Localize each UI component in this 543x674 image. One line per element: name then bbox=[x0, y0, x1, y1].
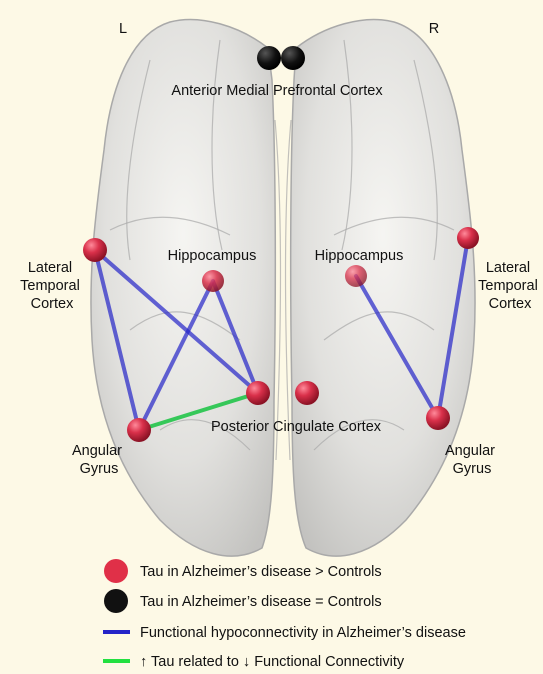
brain-outline bbox=[91, 20, 475, 557]
legend-red-dot-icon bbox=[104, 559, 128, 583]
legend-label-tau-equal: Tau in Alzheimer’s disease = Controls bbox=[140, 594, 382, 610]
node-ltc-right bbox=[457, 227, 479, 249]
label-hippocampus-left: Hippocampus bbox=[168, 248, 257, 264]
label-lateral-temporal-cortex-left: Lateral Temporal Cortex bbox=[20, 260, 84, 312]
node-angular-left bbox=[127, 418, 151, 442]
node-pcc-left bbox=[246, 381, 270, 405]
label-lateral-temporal-cortex-right: Lateral Temporal Cortex bbox=[478, 260, 542, 312]
label-angular-gyrus-left: Angular Gyrus bbox=[72, 443, 126, 477]
node-hippo-left bbox=[202, 270, 224, 292]
hemisphere-right-label: R bbox=[429, 21, 439, 37]
legend-label-tau-related: ↑ Tau related to ↓ Functional Connectivi… bbox=[140, 654, 405, 670]
node-angular-right bbox=[426, 406, 450, 430]
node-ltc-left bbox=[83, 238, 107, 262]
legend-label-hypoconnectivity: Functional hypoconnectivity in Alzheimer… bbox=[140, 625, 466, 641]
label-posterior-cingulate-cortex: Posterior Cingulate Cortex bbox=[211, 419, 382, 435]
label-hippocampus-right: Hippocampus bbox=[315, 248, 404, 264]
hemisphere-left-label: L bbox=[119, 21, 127, 37]
legend-label-tau-greater: Tau in Alzheimer’s disease > Controls bbox=[140, 564, 382, 580]
label-anterior-medial-prefrontal-cortex: Anterior Medial Prefrontal Cortex bbox=[171, 83, 383, 99]
left-hemisphere bbox=[91, 20, 275, 557]
label-angular-gyrus-right: Angular Gyrus bbox=[445, 443, 499, 477]
legend-black-dot-icon bbox=[104, 589, 128, 613]
node-amp-left bbox=[257, 46, 281, 70]
node-amp-right bbox=[281, 46, 305, 70]
right-hemisphere bbox=[291, 20, 475, 557]
legend: Tau in Alzheimer’s disease > Controls Ta… bbox=[103, 559, 466, 670]
node-hippo-right bbox=[345, 265, 367, 287]
node-pcc-right bbox=[295, 381, 319, 405]
